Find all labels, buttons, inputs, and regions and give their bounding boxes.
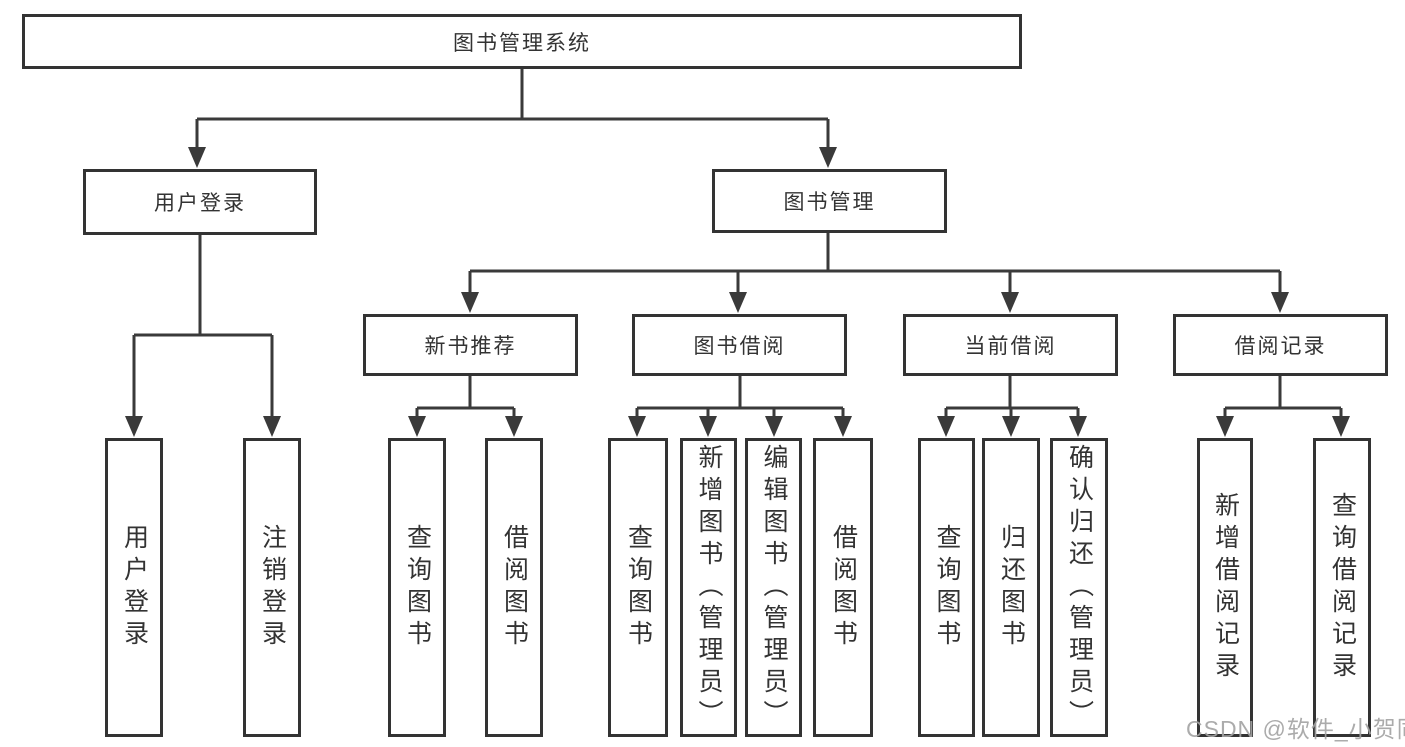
leaf-query-books: 查询图书 <box>918 438 975 737</box>
watermark-text: CSDN @软件_小贺同学 <box>1186 716 1405 742</box>
leaf-return-books: 归还图书 <box>982 438 1040 737</box>
leaf-add-borrow-record: 新增借阅记录 <box>1197 438 1253 737</box>
leaf-edit-books-admin: 编辑图书（管理员） <box>745 438 802 737</box>
node-book-management: 图书管理 <box>712 169 947 233</box>
leaf-borrow-books: 借阅图书 <box>485 438 543 737</box>
node-library-management-system: 图书管理系统 <box>22 14 1022 69</box>
arrowheads <box>125 147 1350 437</box>
leaf-user-login: 用户登录 <box>105 438 163 737</box>
node-borrowing-records: 借阅记录 <box>1173 314 1388 376</box>
leaf-confirm-return-admin: 确认归还（管理员） <box>1050 438 1108 737</box>
leaf-add-books-admin: 新增图书（管理员） <box>680 438 737 737</box>
node-user-login: 用户登录 <box>83 169 317 235</box>
node-book-borrowing: 图书借阅 <box>632 314 847 376</box>
node-current-borrowing: 当前借阅 <box>903 314 1118 376</box>
leaf-borrow-books: 借阅图书 <box>813 438 873 737</box>
leaf-query-books: 查询图书 <box>608 438 668 737</box>
leaf-logout-login: 注销登录 <box>243 438 301 737</box>
leaf-query-books: 查询图书 <box>388 438 446 737</box>
leaf-query-borrow-record: 查询借阅记录 <box>1313 438 1371 737</box>
node-new-book-recommendation: 新书推荐 <box>363 314 578 376</box>
